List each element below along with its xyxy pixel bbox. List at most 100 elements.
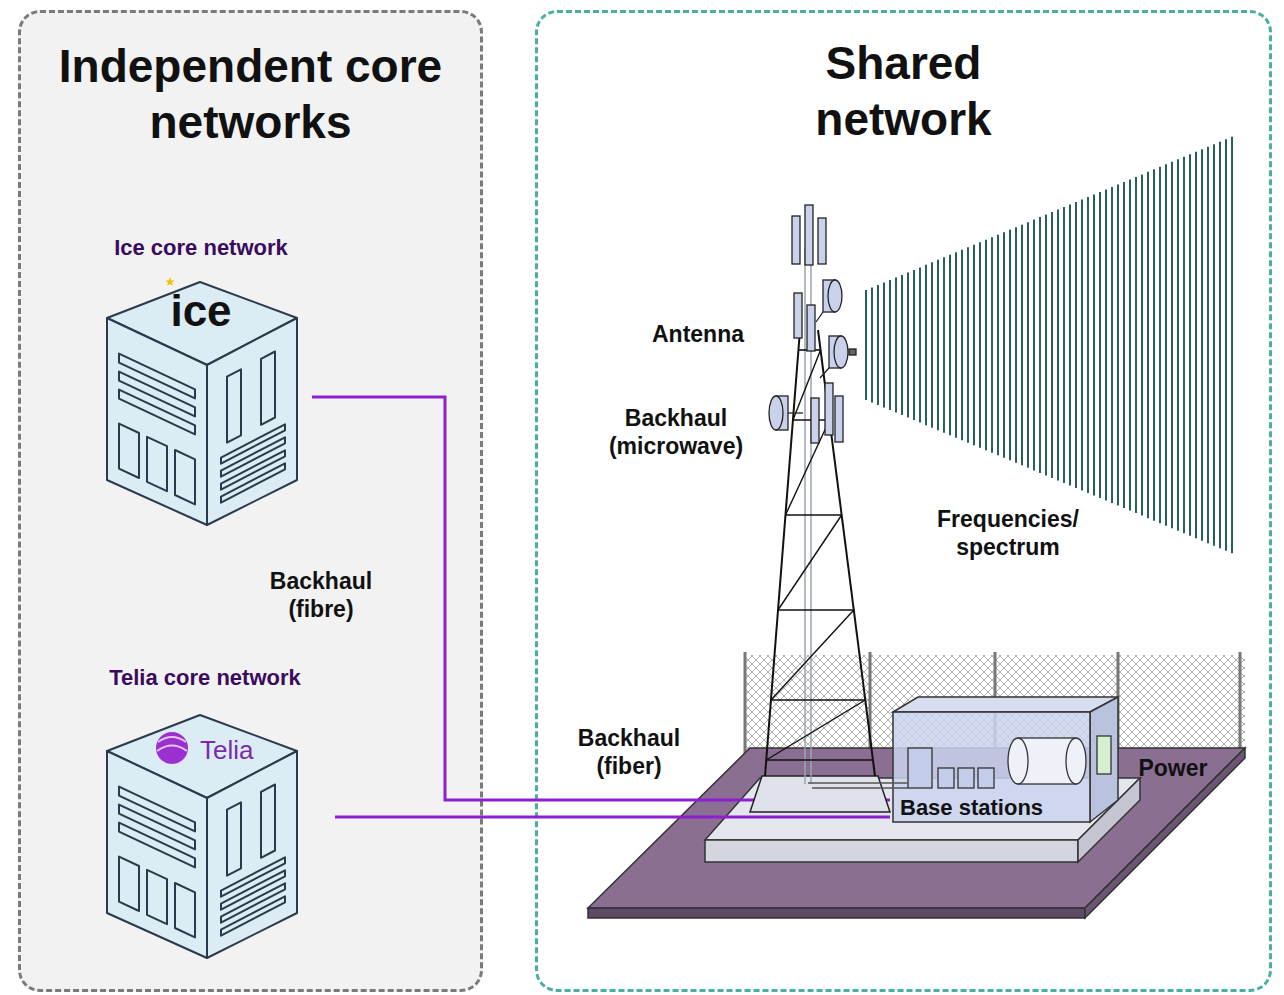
spectrum-waves-part: [1015, 227, 1017, 463]
building-window: [119, 390, 195, 435]
building-window: [227, 369, 241, 442]
shelter-drawing-part: [958, 768, 974, 788]
part-label: Antenna: [638, 320, 758, 348]
spectrum-waves-part: [1087, 197, 1089, 493]
spectrum-waves-part: [1093, 194, 1095, 495]
spectrum-waves-part: [943, 257, 945, 432]
building-window: [221, 463, 285, 502]
building-window: [261, 352, 275, 425]
spectrum-waves: [866, 137, 1232, 554]
spectrum-waves-part: [1051, 212, 1053, 478]
tower-lattice-part: [804, 248, 806, 784]
part-label: Power: [1128, 754, 1218, 782]
spectrum-waves-part: [1183, 157, 1185, 533]
spectrum-waves-part: [1045, 215, 1047, 476]
fibre-cable-part: [808, 782, 908, 784]
shelter-drawing-part: [1097, 736, 1111, 774]
shelter-drawing-part: [1008, 738, 1028, 784]
core-building: Telia core networkTelia: [75, 662, 335, 960]
label-anchor: Backhaul (fibre): [246, 567, 396, 623]
tower-lattice-part: [818, 330, 875, 776]
antenna-panels-part: [825, 383, 833, 435]
shelter-drawing-part: [893, 697, 1118, 712]
building-wall: [207, 751, 297, 958]
shelter-drawing-part: [1090, 697, 1118, 822]
microwave-dishes-part: [828, 280, 842, 312]
spectrum-waves-part: [907, 272, 909, 417]
spectrum-waves-part: [1201, 149, 1203, 541]
building-window: [175, 450, 195, 504]
building-window: [175, 883, 195, 937]
label-anchor: Frequencies/ spectrum: [913, 505, 1103, 561]
shelter-drawing-part: [1066, 738, 1086, 784]
spectrum-waves-part: [1003, 232, 1005, 458]
spectrum-waves-part: [949, 255, 951, 435]
tower-lattice-part: [771, 610, 854, 700]
spectrum-waves-part: [1153, 169, 1155, 520]
spectrum-waves-part: [1141, 174, 1143, 515]
core-building: Ice core networkice: [90, 232, 312, 527]
spectrum-waves-part: [1033, 220, 1035, 471]
spectrum-waves-part: [1213, 144, 1215, 546]
part-label: Frequencies/ spectrum: [913, 505, 1103, 561]
spectrum-waves-part: [1123, 182, 1125, 508]
spectrum-waves-part: [967, 247, 969, 442]
connector-label: Backhaul (fiber): [554, 724, 704, 780]
spectrum-waves-part: [985, 240, 987, 451]
building-window: [227, 802, 241, 875]
microwave-dishes-part: [834, 336, 848, 368]
tower-base: [750, 776, 890, 812]
shelter-drawing-part: [978, 768, 994, 788]
shared-region: Shared networkBase stations: [535, 10, 1272, 992]
site-slab-part: [588, 748, 1245, 908]
building-heading: Telia core network: [75, 665, 335, 691]
spectrum-waves-part: [1147, 172, 1149, 518]
spectrum-waves-part: [997, 235, 999, 456]
part-label: Backhaul (microwave): [589, 404, 764, 460]
logo-sphere: [156, 732, 188, 764]
spectrum-waves-part: [961, 250, 963, 440]
label-anchor: Power: [1128, 754, 1218, 782]
microwave-dishes-part: [816, 312, 823, 322]
building-window: [119, 424, 139, 478]
concrete-pad-part: [705, 840, 1078, 862]
tower-lattice-part: [785, 420, 829, 515]
fence-part: [1239, 652, 1242, 760]
spectrum-waves-part: [1189, 154, 1191, 535]
connector-label: Backhaul (fibre): [246, 567, 396, 623]
region-title: Independent core networks: [36, 38, 466, 150]
logo-sphere-part: [157, 746, 187, 752]
spectrum-waves-part: [931, 262, 933, 427]
spectrum-waves-part: [1195, 152, 1197, 538]
spectrum-waves-part: [1171, 162, 1173, 528]
microwave-dishes-part: [820, 368, 829, 378]
region-title: Shared network: [774, 35, 1034, 147]
tower-lattice-part: [778, 515, 842, 610]
microwave-dishes-part: [849, 349, 856, 355]
tower-lattice-part: [766, 700, 865, 760]
building-outline: [90, 232, 312, 527]
spectrum-waves-part: [1129, 179, 1131, 510]
spectrum-waves-part: [871, 287, 873, 402]
tower-lattice-part: [771, 699, 865, 701]
operator-logo: ice: [90, 291, 312, 331]
building-window: [147, 870, 167, 924]
tower-lattice-part: [778, 609, 854, 611]
spectrum-waves-part: [1177, 159, 1179, 530]
tower-lattice-part: [766, 759, 873, 761]
microwave-dishes-part: [788, 412, 803, 413]
antenna-panels-part: [811, 398, 819, 443]
backhaul-fibre-line: [312, 397, 890, 800]
logo-sphere-part: [158, 737, 186, 742]
microwave-dishes-part: [769, 396, 783, 430]
spectrum-waves-part: [937, 260, 939, 430]
fibre-cable-part: [812, 787, 908, 789]
site-slab: [588, 748, 1245, 918]
spectrum-waves-part: [925, 265, 927, 425]
spectrum-waves-part: [1117, 184, 1119, 505]
spectrum-waves-part: [895, 277, 897, 412]
